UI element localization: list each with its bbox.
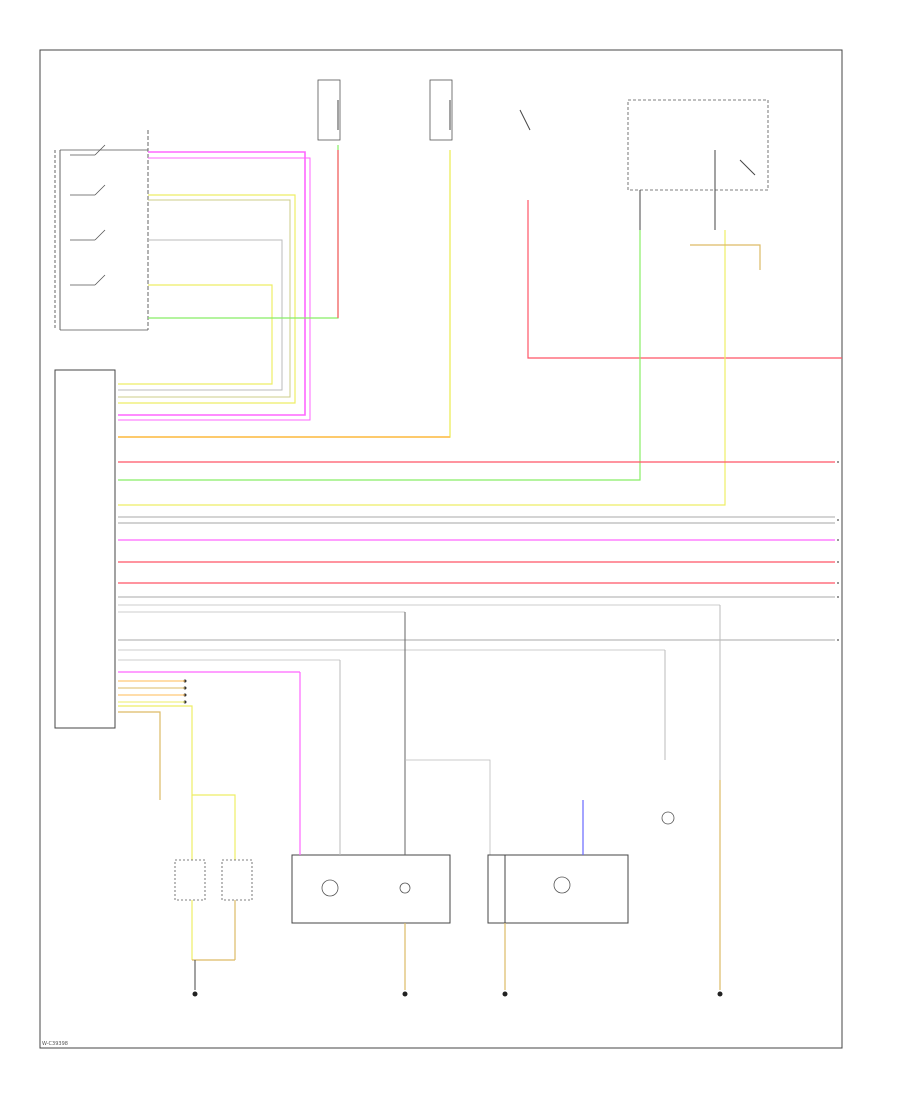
switch-wires [118, 145, 339, 421]
ground-symbol-2 [402, 991, 408, 997]
left-rear-lamp [487, 800, 629, 990]
wire-continuation-markers [837, 461, 839, 641]
diagram-frame [39, 49, 843, 1049]
bus-wires [118, 461, 835, 673]
ground-symbol-1 [192, 991, 198, 997]
fuse2-feed [118, 150, 451, 438]
relay-yellow-wire [118, 230, 726, 506]
license-lamps [118, 705, 253, 990]
red-feed [527, 200, 842, 359]
relay-assembly [627, 99, 769, 230]
ground-symbol-3 [502, 991, 508, 997]
relay-ground [690, 244, 761, 270]
left-tail-lamp [291, 612, 491, 990]
side-marker-lamp [661, 605, 721, 990]
module-connector-dots [183, 679, 187, 704]
fuse-block [317, 79, 531, 141]
light-switch [54, 130, 149, 331]
relay-green-wire [118, 230, 641, 481]
module-lower-wires [118, 680, 185, 703]
ground-symbol-4 [717, 991, 723, 997]
diagram-code: W-C39398 [42, 1041, 68, 1047]
control-module [54, 369, 116, 729]
